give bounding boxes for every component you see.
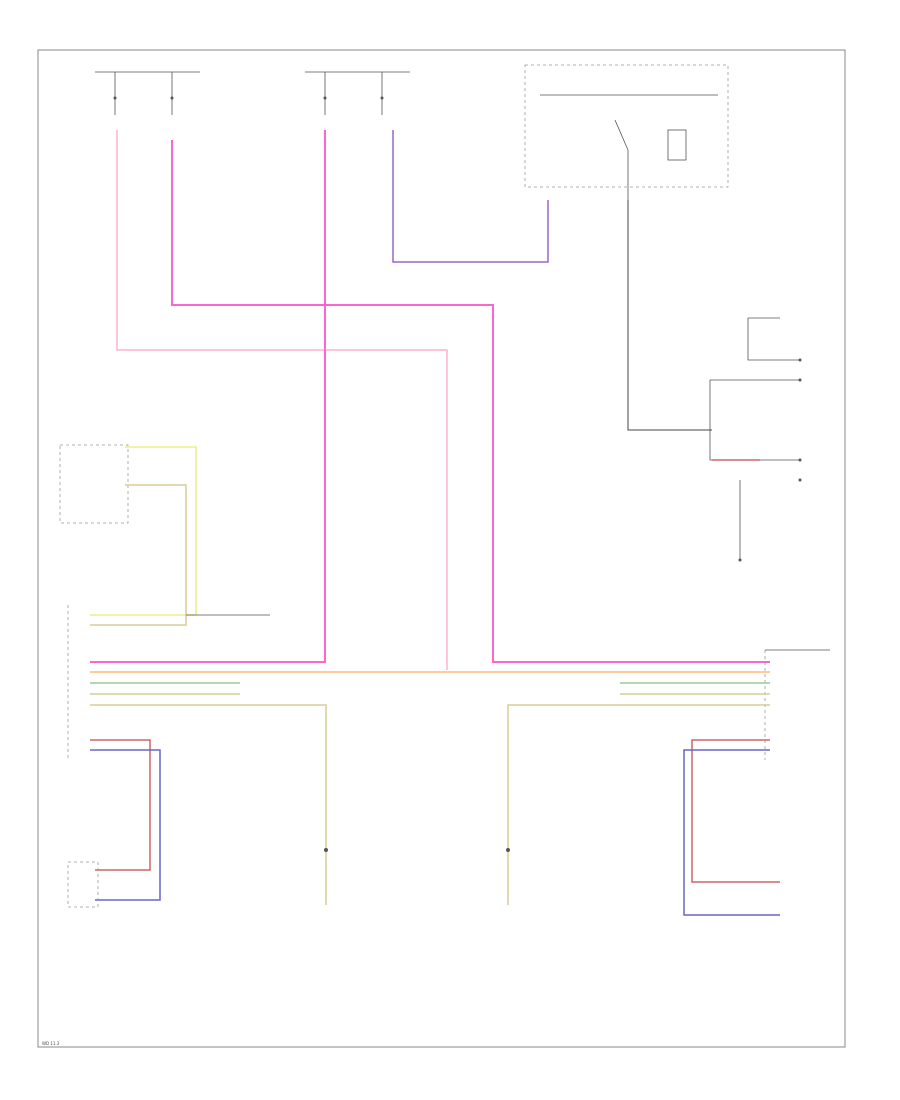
wire-purple	[392, 130, 549, 263]
left-sensor-box	[67, 861, 99, 908]
diagram-border	[37, 49, 846, 1048]
wire-tan-left	[90, 484, 187, 626]
right-switch-group	[709, 317, 802, 562]
wire-tan-ground-left	[90, 704, 327, 905]
left-switch-box	[59, 444, 129, 524]
footer-code: WD 11.3	[42, 1041, 60, 1046]
wire-blue-right	[683, 749, 780, 916]
wire-pink-left	[90, 130, 326, 663]
fuse-block-right	[305, 71, 410, 115]
wire-red-right	[691, 739, 780, 883]
wire-module-output	[627, 200, 712, 431]
wire-pink-main	[171, 140, 770, 663]
wire-red-left	[90, 739, 151, 871]
wire-tan-ground-right	[507, 704, 770, 905]
ground-right	[506, 848, 510, 852]
wire-blue-left	[90, 749, 161, 901]
wire-light-pink	[116, 130, 448, 670]
wire-yellow-left	[90, 446, 197, 616]
fuse-block-left	[95, 71, 200, 115]
control-module-box	[524, 64, 729, 188]
module-switch	[540, 94, 718, 200]
ground-left	[324, 848, 328, 852]
